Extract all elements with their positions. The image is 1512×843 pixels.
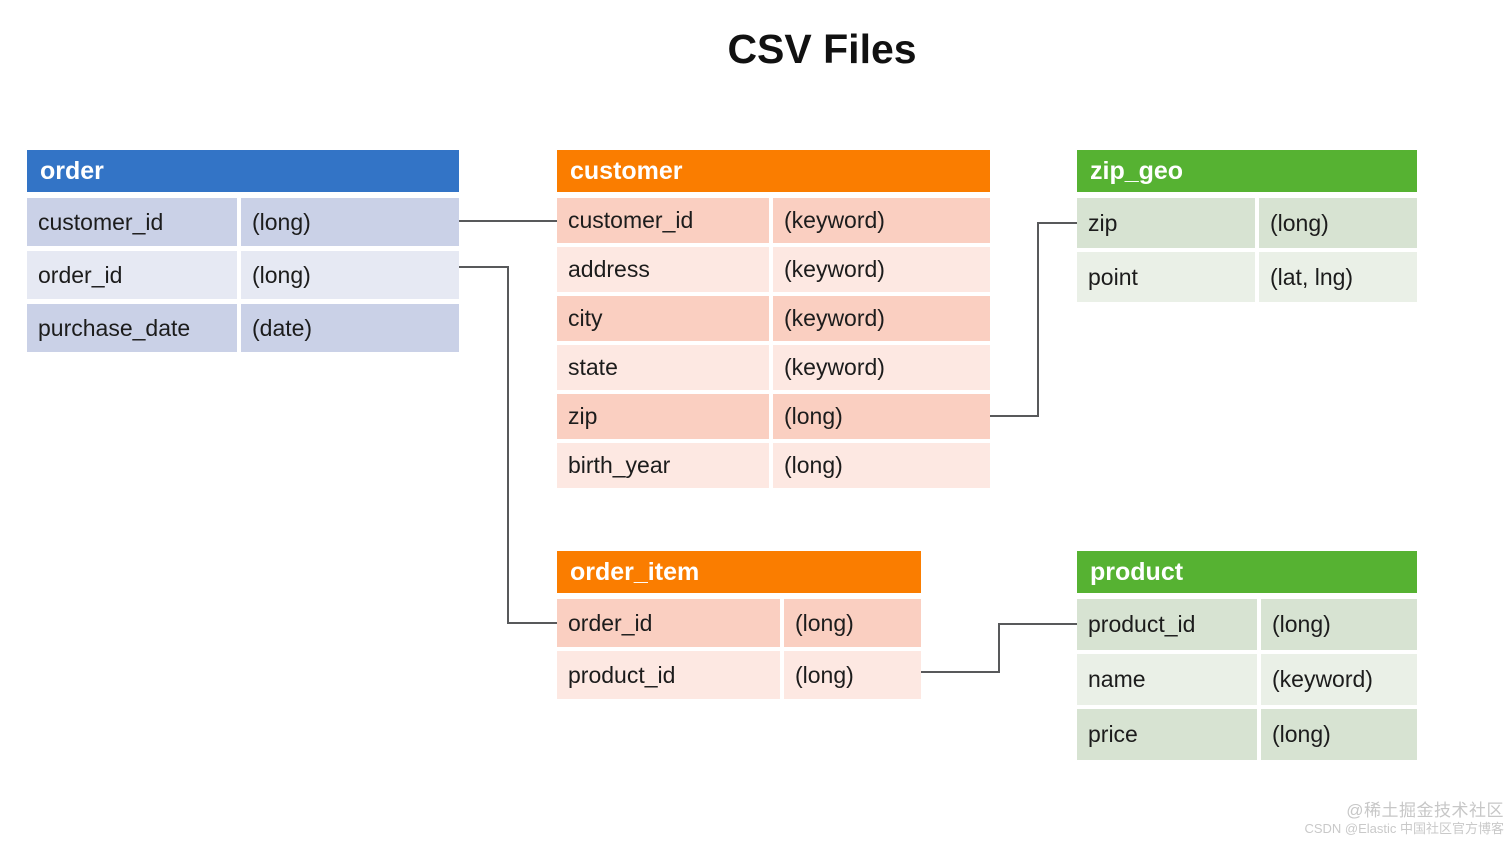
field-cell: order_id	[557, 599, 780, 647]
table-zip-geo-header: zip_geo	[1077, 150, 1417, 192]
watermark-line2: CSDN @Elastic 中国社区官方博客	[1304, 820, 1504, 836]
field-cell: purchase_date	[27, 304, 237, 352]
table-row: point(lat, lng)	[1077, 252, 1417, 302]
table-product-header: product	[1077, 551, 1417, 593]
table-order-item: order_item order_id(long)product_id(long…	[557, 551, 921, 699]
type-cell: (long)	[784, 599, 921, 647]
type-cell: (long)	[773, 394, 990, 439]
table-row: zip(long)	[1077, 198, 1417, 248]
table-row: product_id(long)	[1077, 599, 1417, 650]
type-cell: (long)	[1259, 198, 1417, 248]
type-cell: (long)	[1261, 709, 1417, 760]
type-cell: (keyword)	[773, 345, 990, 390]
table-order: order customer_id(long)order_id(long)pur…	[27, 150, 459, 352]
table-customer-title: customer	[570, 156, 683, 185]
table-row: product_id(long)	[557, 651, 921, 699]
table-order-header: order	[27, 150, 459, 192]
table-zip-geo: zip_geo zip(long)point(lat, lng)	[1077, 150, 1417, 302]
connector-order-orderitem	[459, 266, 557, 624]
type-cell: (keyword)	[773, 198, 990, 243]
table-row: city(keyword)	[557, 296, 990, 341]
table-order-item-header: order_item	[557, 551, 921, 593]
type-cell: (long)	[784, 651, 921, 699]
type-cell: (date)	[241, 304, 459, 352]
table-zip-geo-title: zip_geo	[1090, 156, 1184, 185]
table-product-rows: product_id(long)name(keyword)price(long)	[1077, 599, 1417, 760]
table-product-title: product	[1090, 557, 1184, 586]
field-cell: birth_year	[557, 443, 769, 488]
field-cell: product_id	[1077, 599, 1257, 650]
table-row: customer_id(long)	[27, 198, 459, 246]
table-row: address(keyword)	[557, 247, 990, 292]
table-order-item-title: order_item	[570, 557, 700, 586]
type-cell: (keyword)	[773, 247, 990, 292]
field-cell: product_id	[557, 651, 780, 699]
field-cell: customer_id	[27, 198, 237, 246]
field-cell: customer_id	[557, 198, 769, 243]
field-cell: address	[557, 247, 769, 292]
type-cell: (long)	[241, 198, 459, 246]
connector-orderitem-product	[921, 623, 1077, 673]
table-zip-geo-rows: zip(long)point(lat, lng)	[1077, 198, 1417, 302]
table-row: zip(long)	[557, 394, 990, 439]
table-order-item-rows: order_id(long)product_id(long)	[557, 599, 921, 699]
field-cell: name	[1077, 654, 1257, 705]
type-cell: (keyword)	[773, 296, 990, 341]
table-order-title: order	[40, 156, 104, 185]
field-cell: order_id	[27, 251, 237, 299]
table-row: order_id(long)	[27, 251, 459, 299]
field-cell: zip	[557, 394, 769, 439]
field-cell: price	[1077, 709, 1257, 760]
field-cell: state	[557, 345, 769, 390]
table-order-rows: customer_id(long)order_id(long)purchase_…	[27, 198, 459, 352]
watermark: @稀土掘金技术社区 CSDN @Elastic 中国社区官方博客	[1304, 800, 1504, 838]
type-cell: (long)	[241, 251, 459, 299]
table-product: product product_id(long)name(keyword)pri…	[1077, 551, 1417, 760]
watermark-line1: @稀土掘金技术社区	[1346, 800, 1504, 820]
table-row: price(long)	[1077, 709, 1417, 760]
table-row: name(keyword)	[1077, 654, 1417, 705]
table-row: customer_id(keyword)	[557, 198, 990, 243]
table-customer: customer customer_id(keyword)address(key…	[557, 150, 990, 488]
field-cell: point	[1077, 252, 1255, 302]
type-cell: (lat, lng)	[1259, 252, 1417, 302]
type-cell: (long)	[773, 443, 990, 488]
table-row: purchase_date(date)	[27, 304, 459, 352]
table-row: state(keyword)	[557, 345, 990, 390]
page-title: CSV Files	[727, 26, 917, 72]
field-cell: zip	[1077, 198, 1255, 248]
type-cell: (keyword)	[1261, 654, 1417, 705]
table-row: birth_year(long)	[557, 443, 990, 488]
table-row: order_id(long)	[557, 599, 921, 647]
field-cell: city	[557, 296, 769, 341]
connector-customer-zipgeo	[990, 222, 1077, 417]
type-cell: (long)	[1261, 599, 1417, 650]
table-customer-rows: customer_id(keyword)address(keyword)city…	[557, 198, 990, 488]
table-customer-header: customer	[557, 150, 990, 192]
